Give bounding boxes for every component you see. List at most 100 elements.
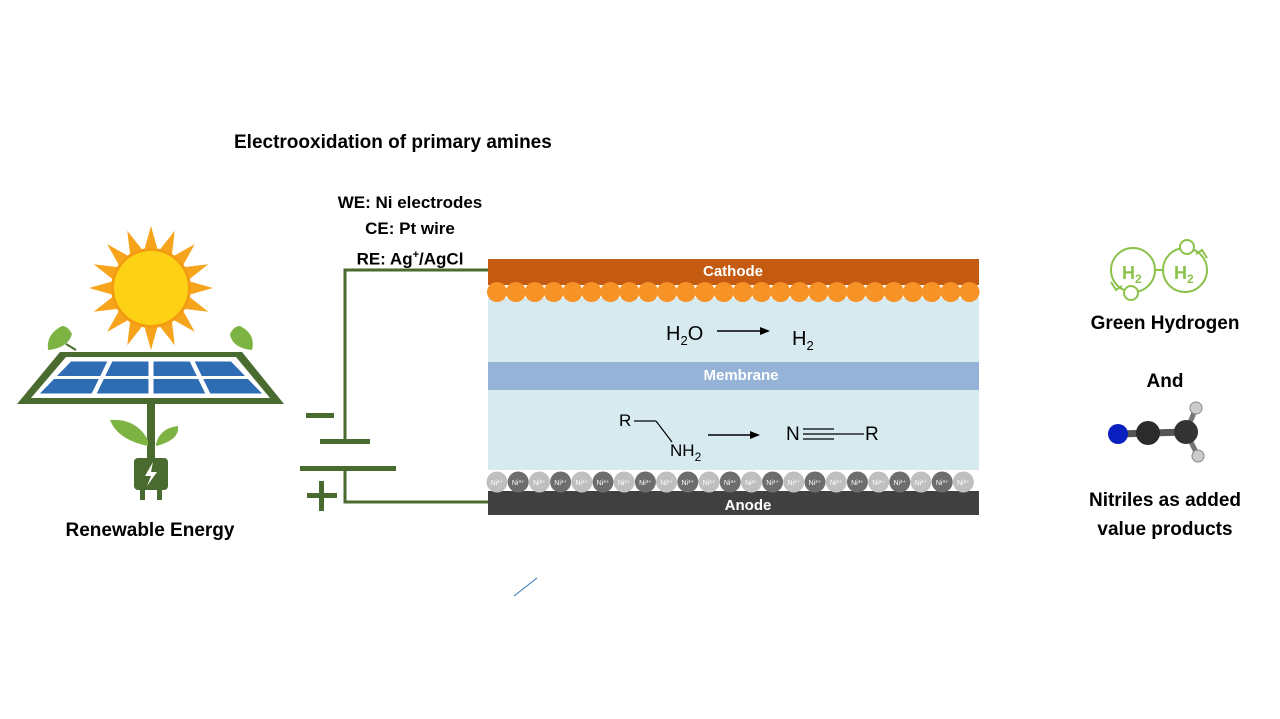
leaf-icon [156,426,179,446]
plug-icon [134,458,168,500]
sun-ray [93,297,117,312]
green-hydrogen-icon [1110,239,1208,301]
sun-ray [127,322,142,346]
sun-ray [185,264,209,279]
solar-cell [203,379,263,394]
sun-ray [107,311,128,332]
ni-bead-label: Ni²⁺ [533,480,546,487]
cathode-reaction: H2O H2 [666,323,814,353]
re-prefix: RE: Ag [356,249,413,269]
sun-ray [93,264,117,279]
re-superscript: + [412,249,420,261]
ni-bead: Ni²⁺ [740,471,762,493]
ni-bead: Ni³⁺ [634,471,656,493]
ni-bead-label: Ni²⁺ [703,480,716,487]
ni-bead: Ni²⁺ [571,471,593,493]
h2-icon-text-left: H2 [1122,263,1142,286]
cathode-bead [487,282,507,302]
cathode-bead [505,282,526,302]
ni-bead-label: Ni³⁺ [724,480,737,487]
ni-bead-label: Ni³⁺ [639,480,652,487]
sun-ray [174,311,195,332]
nitriles-line-1: Nitriles as added [1088,490,1242,511]
ni-bead-label: Ni³⁺ [554,480,567,487]
cathode-bead [959,282,980,302]
solar-cell [56,361,108,376]
sun-ray [160,322,175,346]
ni-bead-label: Ni³⁺ [681,480,694,487]
cathode-bead [902,282,923,302]
ni-bead: Ni²⁺ [868,471,890,493]
ni-bead: Ni³⁺ [804,471,826,493]
and-label: And [1146,371,1184,392]
ni-bead: Ni²⁺ [656,471,678,493]
amine-r-group: R [619,411,631,430]
cathode-bead [827,282,848,302]
cathode-bead [600,282,621,302]
membrane-layer [488,362,979,390]
ni-bead-label: Ni³⁺ [512,480,525,487]
cathode-bead [808,282,829,302]
nitrile-molecule-icon [1108,401,1205,463]
nitriles-label: Nitriles as added value products [1060,486,1270,544]
reference-electrode-label: RE: Ag+/AgCl [300,242,520,273]
ni-bead: Ni²⁺ [528,471,550,493]
ni-bead-label: Ni²⁺ [830,480,843,487]
diagram-title: Electrooxidation of primary amines [234,132,552,153]
ni-bead-label: Ni²⁺ [915,480,928,487]
sun-ray [174,244,195,265]
cathode-bead [865,282,885,302]
ni-bead: Ni²⁺ [698,471,720,493]
ni-bead: Ni²⁺ [952,471,974,493]
cathode-bead [846,282,867,302]
membrane-label: Membrane [703,367,778,384]
ni-bead-label: Ni²⁺ [491,480,504,487]
cathode-bead [940,282,961,302]
leaf-icon [47,326,72,350]
cathode-bead [581,282,602,302]
amine-nh2: NH2 [670,441,702,464]
ni-bead-label: Ni³⁺ [893,480,906,487]
cathode-bead [657,282,678,302]
ni-bead-label: Ni²⁺ [957,480,970,487]
ni-bead: Ni²⁺ [486,471,508,493]
ni-bead: Ni³⁺ [846,471,868,493]
cathode-label: Cathode [703,263,763,280]
ni-bead: Ni²⁺ [613,471,635,493]
anode-layer [488,491,979,515]
nitrile-n: N [786,424,800,445]
leaf-icon [110,419,148,446]
solar-cell [153,361,197,376]
sun-ray [127,230,142,254]
ni-bead-label: Ni²⁺ [575,480,588,487]
cathode-bead [789,282,810,302]
circuit-wires [343,268,488,504]
sun-icon [89,226,213,350]
counter-electrode-label: CE: Pt wire [365,219,455,238]
ni-bead-label: Ni²⁺ [660,480,673,487]
ni-bead-label: Ni³⁺ [936,480,949,487]
cathode-beads [487,282,980,302]
ni-bead: Ni³⁺ [550,471,572,493]
ni-bead-label: Ni²⁺ [745,480,758,487]
ni-bead-label: Ni³⁺ [597,480,610,487]
solar-cell [194,361,246,376]
cathode-bead [732,282,753,302]
electrolysis-cell: Ni²⁺Ni³⁺Ni²⁺Ni³⁺Ni²⁺Ni³⁺Ni²⁺Ni³⁺Ni²⁺Ni³⁺… [486,259,980,515]
cathode-bead [676,282,696,302]
sun-ray [190,281,213,295]
hydrogen-formula: H2 [792,328,814,353]
water-formula: H2O [666,323,703,348]
sun-ray [89,281,112,295]
sun-ray [107,244,128,265]
ni-bead: Ni²⁺ [783,471,805,493]
solar-cell [153,379,206,394]
ni-bead-label: Ni³⁺ [766,480,779,487]
nitrile-r-group: R [865,424,879,445]
ni-bead: Ni³⁺ [592,471,614,493]
cathode-bead [883,282,904,302]
anode-electrolyte [488,390,979,470]
anode-label: Anode [725,497,772,514]
solar-panel-illustration [17,226,284,500]
